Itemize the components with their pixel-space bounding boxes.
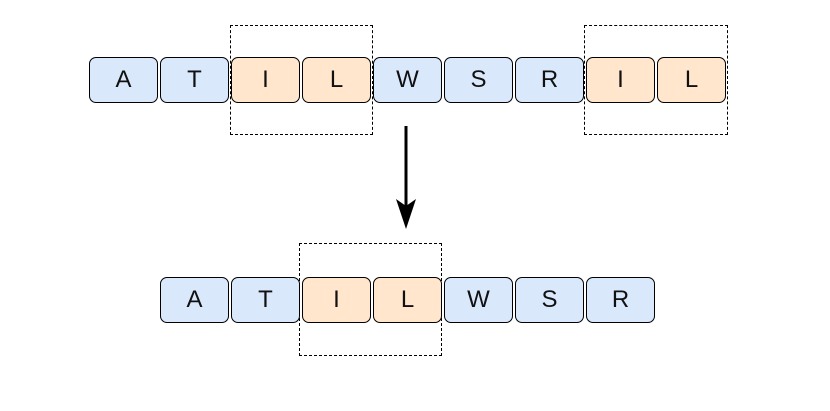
bottom-tile-5: W [444, 277, 513, 323]
top-tile-9: L [657, 57, 726, 103]
bottom-tile-1: A [160, 277, 229, 323]
top-tile-8: I [586, 57, 655, 103]
bottom-tile-2: T [231, 277, 300, 323]
top-tile-4: L [302, 57, 371, 103]
top-tile-7: R [515, 57, 584, 103]
top-tile-1: A [89, 57, 158, 103]
bottom-tile-6: S [515, 277, 584, 323]
top-selection-box-1 [230, 25, 373, 135]
bottom-tile-7: R [586, 277, 655, 323]
top-selection-box-2 [584, 25, 728, 135]
top-tile-5: W [373, 57, 442, 103]
bottom-selection-box [299, 243, 442, 356]
top-tile-3: I [231, 57, 300, 103]
top-tile-6: S [444, 57, 513, 103]
bottom-tile-3: I [302, 277, 371, 323]
top-tile-2: T [160, 57, 229, 103]
